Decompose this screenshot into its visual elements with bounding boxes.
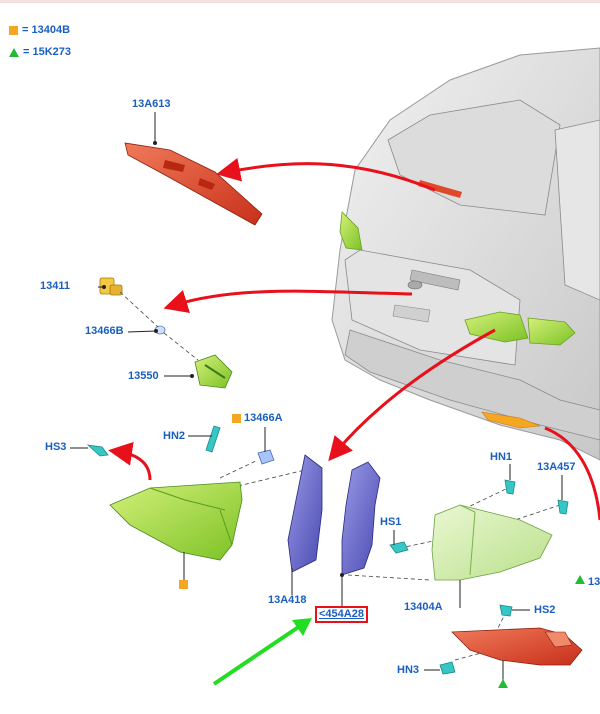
label-HN1[interactable]: HN1 — [490, 451, 513, 463]
callout-arrows — [108, 157, 600, 521]
label-13A457[interactable]: 13A457 — [537, 461, 576, 473]
part-HS1-screw[interactable] — [389, 541, 409, 554]
label-13-truncated[interactable]: 13 — [588, 576, 600, 588]
highlight-arrow-green — [212, 618, 312, 686]
top-border — [0, 0, 600, 3]
label-HN2[interactable]: HN2 — [163, 430, 186, 442]
label-HS1[interactable]: HS1 — [380, 516, 402, 528]
label-13466A[interactable]: 13466A — [244, 412, 283, 424]
part-HS2-screw[interactable] — [499, 604, 513, 617]
label-HS2[interactable]: HS2 — [534, 604, 556, 616]
part-HN2-screw[interactable] — [205, 425, 221, 453]
part-left-rear-lamp[interactable] — [109, 481, 243, 561]
part-13A418-trim[interactable] — [287, 454, 323, 573]
label-13550[interactable]: 13550 — [128, 370, 159, 382]
legend-text: = 15K273 — [23, 46, 72, 58]
label-454A28-highlighted[interactable]: <454A28 — [315, 606, 368, 623]
label-13411[interactable]: 13411 — [40, 280, 70, 292]
part-rear-reflector-red[interactable] — [451, 627, 583, 666]
legend-item-green-triangle: = 15K273 — [9, 46, 71, 58]
label-HS3[interactable]: HS3 — [45, 441, 67, 453]
part-13411-socket[interactable] — [99, 277, 123, 296]
vehicle-rear — [331, 47, 600, 461]
label-13404A[interactable]: 13404A — [404, 601, 443, 613]
label-13A613[interactable]: 13A613 — [132, 98, 171, 110]
part-13A613-stop-lamp[interactable] — [124, 142, 263, 226]
part-13550-lamp-assembly[interactable] — [194, 354, 233, 389]
label-13466B[interactable]: 13466B — [85, 325, 124, 337]
orange-square-icon — [9, 25, 18, 35]
part-454A28-trim[interactable] — [341, 461, 381, 576]
part-HN3-screw[interactable] — [439, 661, 456, 675]
green-triangle-icon — [9, 47, 19, 57]
part-13A457-screw[interactable] — [557, 499, 569, 515]
legend-item-orange-square: = 13404B — [9, 24, 70, 36]
part-HN1-screw[interactable] — [504, 479, 516, 495]
part-13404A-rear-lamp[interactable] — [431, 504, 553, 581]
part-HS3-screw[interactable] — [86, 444, 109, 457]
label-13A418[interactable]: 13A418 — [268, 594, 307, 606]
part-13466A-bulb[interactable] — [257, 449, 275, 465]
label-HN3[interactable]: HN3 — [397, 664, 420, 676]
legend-text: = 13404B — [22, 24, 71, 36]
